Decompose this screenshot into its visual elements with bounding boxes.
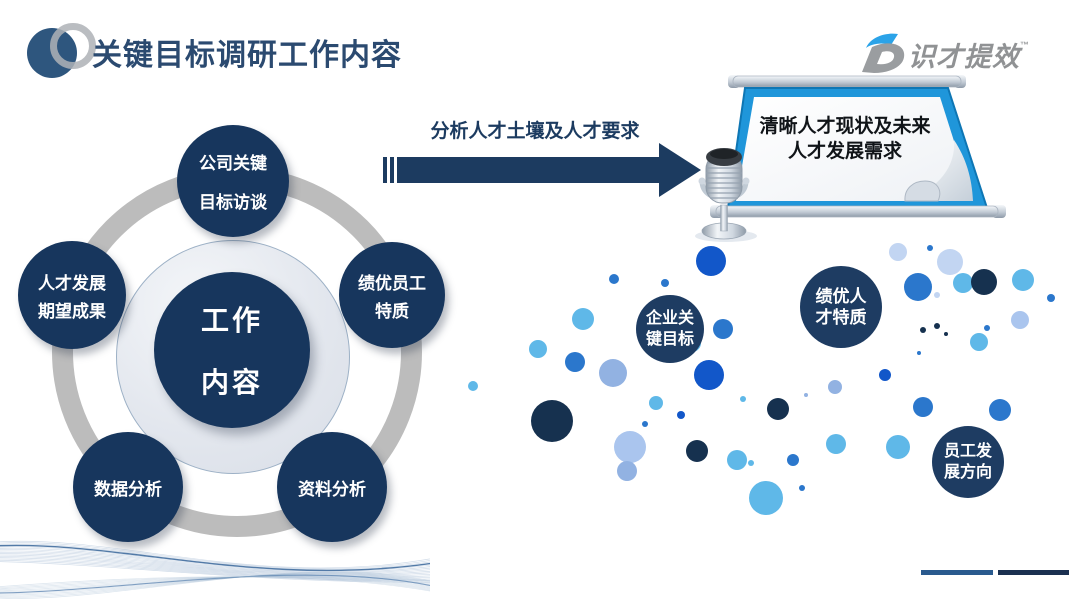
scatter-dot: [944, 332, 948, 336]
arrow-caption: 分析人才土壤及人才要求: [430, 121, 640, 142]
scatter-dot: [934, 292, 940, 298]
scatter-dot: [886, 435, 910, 459]
scatter-dot: [727, 450, 747, 470]
scatter-dot: [971, 269, 997, 295]
arrow-tail-bar: [390, 157, 394, 183]
footer-bar-right: [998, 570, 1069, 575]
scatter-dot: [649, 396, 663, 410]
scatter-dot: [1011, 311, 1029, 329]
hub-center-line2: 内容: [200, 367, 263, 398]
scatter-dot: [889, 243, 907, 261]
wave-lines-decoration: [0, 540, 430, 599]
satellite-talent-development-expectation: 人才发展 期望成果: [18, 241, 126, 349]
scatter-dot: [799, 485, 805, 491]
scatter-dot: [749, 481, 783, 515]
scatter-dot: [804, 393, 808, 397]
scatter-dot: [617, 461, 637, 481]
scatter-dot: [927, 245, 933, 251]
satellite-high-performer-traits: 绩优员工 特质: [339, 242, 445, 348]
hub-center-line1: 工作: [200, 305, 263, 336]
scatter-dot: [599, 359, 627, 387]
satellite-data-analysis: 数据分析: [73, 432, 183, 542]
microphone-icon: [695, 148, 757, 242]
page-title: 关键目标调研工作内容: [92, 39, 402, 72]
scatter-dot: [686, 440, 708, 462]
board-caption-line2: 人才发展需求: [787, 141, 902, 162]
scatter-dot: [529, 340, 547, 358]
scatter-dot: [531, 400, 573, 442]
scatter-dot: [920, 327, 926, 333]
right-arrow-body: [397, 157, 659, 183]
scatter-dot: [934, 323, 940, 329]
scatter-dot: [904, 273, 932, 301]
bubble-enterprise-key-goal: 企业关 键目标: [636, 295, 704, 363]
title-badge-ring-icon: [50, 23, 96, 69]
scatter-dot: [879, 369, 891, 381]
scatter-dot: [468, 381, 478, 391]
board-caption: 清晰人才现状及未来 人才发展需求: [725, 114, 965, 164]
bubble-employee-development-direction: 员工发 展方向: [932, 426, 1004, 498]
scatter-dot: [828, 380, 842, 394]
logo-d-icon: [862, 33, 905, 73]
scatter-dot: [696, 246, 726, 276]
scatter-dot: [984, 325, 990, 331]
arrow-tail-bar: [383, 157, 387, 183]
scatter-dot: [661, 279, 669, 287]
scatter-dot: [937, 249, 963, 275]
brand-logo: 识才提效™: [858, 26, 1068, 80]
satellite-company-key-goal-interview: 公司关键 目标访谈: [177, 125, 289, 237]
scatter-dot: [826, 434, 846, 454]
scatter-dot: [787, 454, 799, 466]
scatter-dot: [740, 396, 746, 402]
scatter-dot: [1012, 269, 1034, 291]
footer-bar-left: [921, 570, 993, 575]
scatter-dot: [989, 399, 1011, 421]
bubble-high-performer-talent-traits: 绩优人 才特质: [800, 266, 882, 348]
scatter-dot: [677, 411, 685, 419]
scatter-dot: [767, 398, 789, 420]
scatter-dot: [953, 273, 973, 293]
scatter-dot: [614, 431, 646, 463]
scatter-dot: [913, 397, 933, 417]
logo-trademark: ™: [1020, 40, 1030, 50]
logo-text: 识才提效™: [908, 40, 1030, 72]
satellite-material-analysis: 资料分析: [277, 432, 387, 542]
scatter-dot: [694, 360, 724, 390]
scatter-dot: [642, 421, 648, 427]
scatter-dot: [565, 352, 585, 372]
scatter-dot: [748, 460, 754, 466]
scatter-dot: [970, 333, 988, 351]
scatter-dot: [1047, 294, 1055, 302]
scatter-dot: [572, 308, 594, 330]
scatter-dot: [713, 319, 733, 339]
scatter-dot: [917, 351, 921, 355]
right-arrow-head-icon: [659, 143, 701, 197]
hub-center-circle: 工作 内容: [154, 272, 310, 428]
scatter-dot: [609, 274, 619, 284]
board-caption-line1: 清晰人才现状及未来: [759, 116, 931, 137]
